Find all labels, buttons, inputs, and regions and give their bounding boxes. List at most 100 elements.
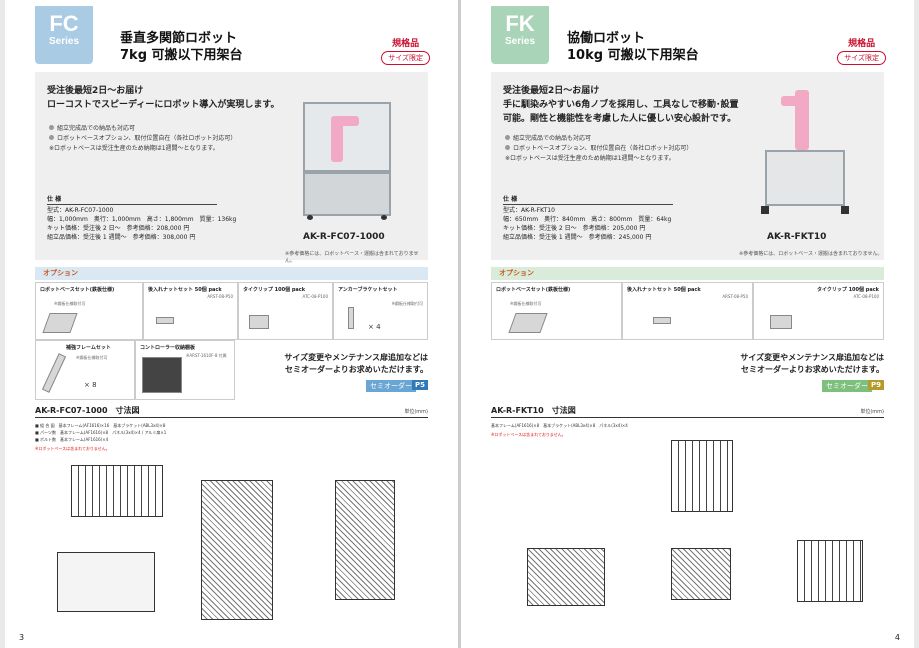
bullet-item: ロボットベースオプション、取付位置自在（各社ロボット対応可） xyxy=(505,144,692,154)
gutter xyxy=(458,0,461,648)
spec-heading: 仕 様 xyxy=(47,194,217,205)
dimension-heading: AK-R-FC07-1000 寸法図 単位(mm) xyxy=(35,405,428,418)
semi-order-link[interactable]: セミオーダー xyxy=(366,380,416,392)
lead-text: 受注後最短2日～お届け ローコストでスピーディーにロボット導入が実現します。 xyxy=(47,84,279,112)
spec-model: 型式：AK-R-FC07-1000 xyxy=(47,207,114,214)
lead-line-2: 手に馴染みやすい6角ノブを採用し、工具なしで移動･設置 xyxy=(503,100,739,110)
spec-assembled-price: 組立品価格：受注後 1 週間～ 参考価格：308,000 円 xyxy=(47,234,196,241)
stand-frame xyxy=(765,150,845,206)
series-word: Series xyxy=(504,36,536,47)
series-code: FK xyxy=(505,11,535,36)
top-view-drawing xyxy=(671,440,733,512)
cobot-stand-illustration xyxy=(761,90,851,220)
dimension-warning: ※ロボットベースは含まれておりません。 xyxy=(491,432,566,437)
robot-arm-link xyxy=(337,116,359,126)
bottom-view-drawing xyxy=(797,540,863,602)
model-name: AK-R-FC07-1000 xyxy=(303,232,385,242)
bullet-icon xyxy=(49,135,54,140)
page-title: 垂直多関節ロボット 7kg 可搬以下用架台 xyxy=(120,30,243,64)
side-view-drawing xyxy=(335,480,395,600)
page-left: FC Series 垂直多関節ロボット 7kg 可搬以下用架台 規格品 サイズ限… xyxy=(5,0,458,648)
side-view-drawing xyxy=(671,548,731,600)
dimension-unit: 単位(mm) xyxy=(404,409,428,415)
options-bar: オプション xyxy=(35,267,428,280)
size-limited-label: サイズ限定 xyxy=(381,51,430,65)
option-tie-clip: タイクリップ 100個 pack ATC-08-P100 xyxy=(238,282,333,340)
dimension-warning: ※ロボットベースは含まれておりません。 xyxy=(35,446,110,451)
option-controller-storage-shelf: コントローラー収納棚板 ※ARST-1610F-8 付属 xyxy=(135,340,235,400)
caster-icon xyxy=(381,215,387,220)
front-view-drawing xyxy=(201,480,273,620)
spec-assembled-price: 組立品価格：受注後 1 週間～ 参考価格：245,000 円 xyxy=(503,234,652,241)
robot-arm-link xyxy=(781,96,801,106)
spec-heading: 仕 様 xyxy=(503,194,673,205)
series-badge-fk: FK Series xyxy=(491,6,549,64)
reinforcement-frame-icon xyxy=(41,353,67,393)
dimension-notes: ■ 組 合 図 基本フレーム(AF1616)×16 基本ブラケット(ABL3x4… xyxy=(35,423,167,442)
front-view-drawing xyxy=(527,548,605,606)
page-right: FK Series 協働ロボット 10kg 可搬以下用架台 規格品 サイズ限定 … xyxy=(461,0,914,648)
bullet-list: 組立完成品での納品も対応可 ロボットベースオプション、取付位置自在（各社ロボット… xyxy=(49,124,236,154)
image-note: ※参考価格には、ロボットベース・運搬は含まれておりません。 xyxy=(285,251,419,264)
spec-list: 型式：AK-R-FC07-1000 幅：1,000mm 奥行：1,000mm 高… xyxy=(47,206,236,242)
lead-text: 受注後最短2日～お届け 手に馴染みやすい6角ノブを採用し、工具なしで移動･設置 … xyxy=(503,84,739,126)
title-line-1: 協働ロボット xyxy=(567,31,646,46)
bullet-item: 組立完成品での納品も対応可 xyxy=(505,134,692,144)
bullet-icon xyxy=(49,125,54,130)
semi-order-text: サイズ変更やメンテナンス扉追加などは セミオーダーよりお求めいただけます。 xyxy=(740,353,884,374)
options-label: オプション xyxy=(499,269,534,277)
dimension-notes: 基本フレーム(AF1616)×8 基本ブラケット(ABL3x4)×8 パネル(3… xyxy=(491,423,628,428)
bullet-item: 組立完成品での納品も対応可 xyxy=(49,124,236,134)
robot-arm-body xyxy=(331,116,343,162)
options-label: オプション xyxy=(43,269,78,277)
option-reinforcement-frame: 補強フレームセット ※鋼板仕様取付可 × 8 xyxy=(35,340,135,400)
semi-order-page-ref[interactable]: P9 xyxy=(867,380,884,390)
tie-clip-icon xyxy=(249,315,269,329)
bullet-icon xyxy=(505,135,510,140)
lead-line-1: 受注後最短2日～お届け xyxy=(503,86,600,96)
spec-size: 幅：650mm 奥行：840mm 高さ：800mm 質量：64kg xyxy=(503,216,672,223)
title-line-1: 垂直多関節ロボット xyxy=(120,31,238,46)
options-bar: オプション xyxy=(491,267,884,280)
lead-line-2: ローコストでスピーディーにロボット導入が実現します。 xyxy=(47,100,280,110)
standard-badge: 規格品 サイズ限定 xyxy=(381,36,430,65)
leveling-foot-icon xyxy=(761,206,769,214)
dimension-title: AK-R-FKT10 寸法図 xyxy=(491,406,576,415)
spec-kit-price: キット価格：受注後 2 日～ 参考価格：208,000 円 xyxy=(47,225,190,232)
product-panel: 受注後最短2日～お届け ローコストでスピーディーにロボット導入が実現します。 組… xyxy=(35,72,428,264)
product-panel: 受注後最短2日～お届け 手に馴染みやすい6角ノブを採用し、工具なしで移動･設置 … xyxy=(491,72,884,260)
dimension-title: AK-R-FC07-1000 寸法図 xyxy=(35,406,140,415)
bullet-note: ※ロボットベースは受注生産のため納期は1週間～となります。 xyxy=(49,145,219,152)
semi-order-page-ref[interactable]: P5 xyxy=(411,380,428,390)
option-tie-clip: タイクリップ 100個 pack ATC-08-P100 xyxy=(753,282,884,340)
lead-line-3: 可能。剛性と機能性を考慮した人に優しい安心設計です。 xyxy=(503,114,737,124)
tie-clip-icon xyxy=(770,315,792,329)
insert-nut-icon xyxy=(653,317,671,324)
caster-icon xyxy=(307,215,313,220)
base-plate-icon xyxy=(508,313,548,333)
page-title: 協働ロボット 10kg 可搬以下用架台 xyxy=(567,30,699,64)
model-name: AK-R-FKT10 xyxy=(767,232,827,242)
dimension-heading: AK-R-FKT10 寸法図 単位(mm) xyxy=(491,405,884,418)
semi-order-link[interactable]: セミオーダー xyxy=(822,380,872,392)
cabinet-lower-frame xyxy=(303,172,391,216)
spec-list: 型式：AK-R-FKT10 幅：650mm 奥行：840mm 高さ：800mm … xyxy=(503,206,671,242)
spec-kit-price: キット価格：受注後 2 日～ 参考価格：205,000 円 xyxy=(503,225,646,232)
cabinet-illustration xyxy=(303,102,391,220)
semi-order-text: サイズ変更やメンテナンス扉追加などは セミオーダーよりお求めいただけます。 xyxy=(284,353,428,374)
page-number: 4 xyxy=(894,633,900,642)
bullet-icon xyxy=(505,145,510,150)
top-view-drawing xyxy=(71,465,163,517)
option-robot-base-set: ロボットベースセット(鉄板仕様) ※鋼板仕様取付可 xyxy=(491,282,622,340)
title-line-2: 7kg 可搬以下用架台 xyxy=(120,48,243,63)
option-anchor-bracket: アンカーブラケットセット ※鋼板仕様取付可 × 4 xyxy=(333,282,428,340)
standard-label: 規格品 xyxy=(848,39,876,49)
dimension-unit: 単位(mm) xyxy=(860,409,884,415)
cabinet-upper-frame xyxy=(303,102,391,172)
bullet-note: ※ロボットベースは受注生産のため納期は1週間～となります。 xyxy=(505,155,675,162)
bullet-list: 組立完成品での納品も対応可 ロボットベースオプション、取付位置自在（各社ロボット… xyxy=(505,134,692,164)
bullet-item: ロボットベースオプション、取付位置自在（各社ロボット対応可） xyxy=(49,134,236,144)
anchor-bracket-icon xyxy=(348,307,354,329)
series-badge-fc: FC Series xyxy=(35,6,93,64)
